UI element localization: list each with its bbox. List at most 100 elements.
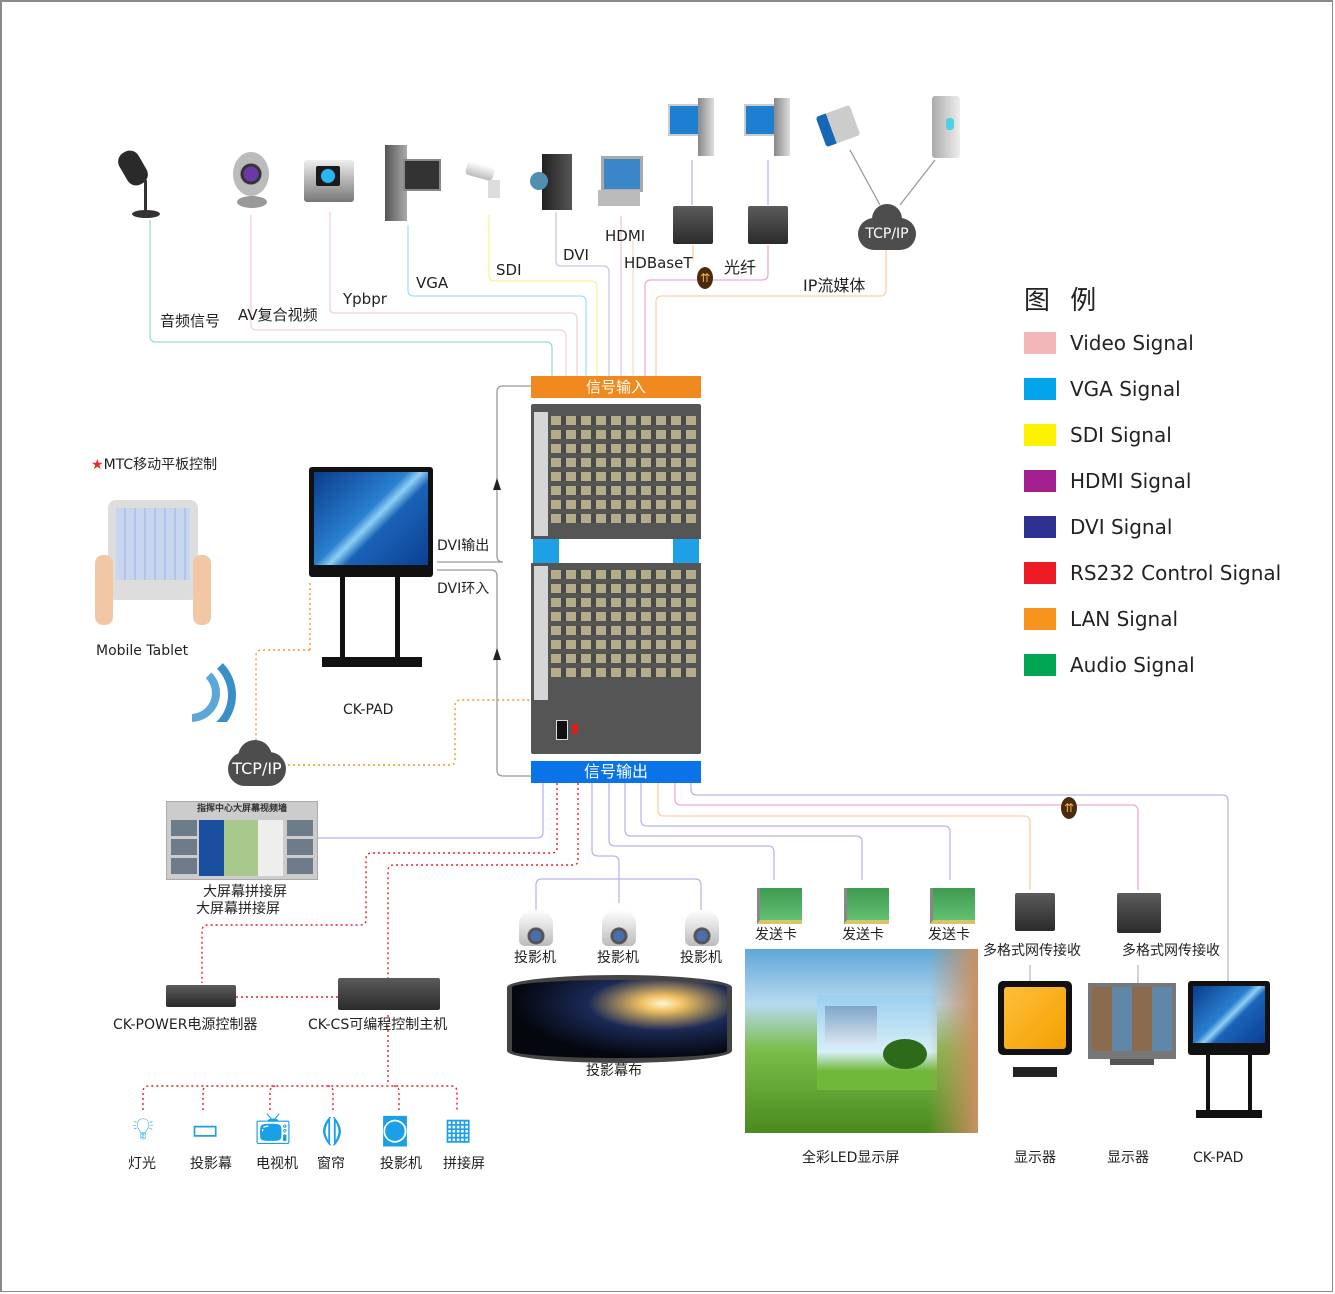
- label-ck-cs: CK-CS可编程控制主机: [308, 1017, 448, 1033]
- label-receiver-1: 多格式网传接收: [983, 943, 1081, 959]
- wire-dvi: [555, 212, 610, 376]
- sender-card-icon: [757, 888, 802, 924]
- label-dvi-loop-in: DVI环入: [437, 581, 490, 597]
- label-sdi: SDI: [496, 261, 522, 279]
- pc-monitor-icon: [385, 145, 441, 223]
- legend-item: SDI Signal: [1024, 423, 1172, 447]
- ck-pad-right-stand: [1206, 1055, 1252, 1115]
- wire-rs232-tree: [142, 1085, 458, 1110]
- wire-sdi: [488, 215, 598, 376]
- curtain-icon: ⟬⟭: [320, 1112, 344, 1147]
- label-hdbaset: HDBaseT: [624, 254, 693, 272]
- label-dvi: DVI: [563, 246, 589, 264]
- controlled-device-label: 投影幕: [190, 1156, 232, 1172]
- cctv-camera-icon: [464, 160, 506, 202]
- port-row: [551, 640, 696, 649]
- wire-lan-matrix: [288, 699, 531, 766]
- legend-item: DVI Signal: [1024, 515, 1172, 539]
- legend-swatch: [1024, 654, 1056, 676]
- hands-icon: [95, 555, 113, 625]
- wire-out-rx2: [674, 783, 1139, 890]
- matrix-side-panel-top: [534, 412, 548, 536]
- webcam-icon: [233, 152, 271, 212]
- controlled-device-label: 投影机: [380, 1156, 422, 1172]
- hdbaset-extender-icon: [673, 206, 713, 244]
- controlled-device-label: 拼接屏: [443, 1156, 485, 1172]
- legend-item: Audio Signal: [1024, 653, 1195, 677]
- projector-icon: ◙: [380, 1112, 410, 1147]
- legend-label: LAN Signal: [1070, 607, 1179, 631]
- port-row: [551, 486, 696, 495]
- legend-item: LAN Signal: [1024, 607, 1178, 631]
- legend-swatch: [1024, 516, 1056, 538]
- controlled-device-label: 窗帘: [317, 1156, 345, 1172]
- wire-lan-pad: [255, 649, 310, 740]
- fiber-extender-icon: [748, 206, 788, 244]
- label-av: AV复合视频: [238, 306, 318, 324]
- projector-icon: [685, 910, 719, 946]
- port-row: [551, 458, 696, 467]
- wire-out-send1: [608, 783, 775, 880]
- legend-item: Video Signal: [1024, 331, 1194, 355]
- mtc-title: ★MTC移动平板控制: [91, 458, 217, 472]
- wire-dvi-out: [437, 385, 531, 563]
- legend-title: 图 例: [1024, 286, 1103, 316]
- power-indicator: [572, 724, 578, 734]
- signal-input-bar: 信号输入: [531, 376, 701, 398]
- ck-pad-base: [322, 657, 422, 667]
- port-row: [551, 514, 696, 523]
- port-row: [551, 668, 696, 677]
- ck-pad-stand: [340, 577, 400, 657]
- sender-card-icon: [844, 888, 889, 924]
- wire-rs232-1: [201, 783, 558, 983]
- port-row: [551, 584, 696, 593]
- power-switch: [556, 720, 568, 740]
- wire-ip: [655, 250, 887, 376]
- legend-label: VGA Signal: [1070, 377, 1181, 401]
- sender-card-icon: [930, 888, 975, 924]
- port-row: [551, 500, 696, 509]
- receiver-device-2: [1117, 893, 1161, 933]
- label-dvi-out: DVI输出: [437, 538, 490, 554]
- wire-out-wall: [316, 783, 544, 839]
- projector-icon: [519, 910, 553, 946]
- microphone-icon: [114, 146, 170, 222]
- label-projection-screen: 投影幕布: [586, 1063, 642, 1079]
- legend-label: Audio Signal: [1070, 653, 1195, 677]
- label-monitor-2: 显示器: [1107, 1150, 1149, 1166]
- port-row: [551, 598, 696, 607]
- ck-pad-right-screen: [1188, 981, 1270, 1055]
- projector-label: 投影机: [514, 950, 556, 966]
- dvd-player-icon: [304, 160, 354, 202]
- legend-item: VGA Signal: [1024, 377, 1181, 401]
- label-mobile-tablet: Mobile Tablet: [96, 643, 189, 659]
- legend-swatch: [1024, 470, 1056, 492]
- port-row: [551, 444, 696, 453]
- ip-server-icon: [932, 96, 960, 158]
- wire-out-send2: [624, 783, 863, 880]
- label-ck-pad-right: CK-PAD: [1193, 1150, 1244, 1166]
- video-wall-image: 指挥中心大屏幕视频墙: [166, 801, 318, 880]
- legend-item: HDMI Signal: [1024, 469, 1191, 493]
- port-row: [551, 430, 696, 439]
- legend-swatch: [1024, 608, 1056, 630]
- tcp-ip-cloud-top: TCP/IP: [858, 218, 916, 250]
- workstation-icon-2: [744, 98, 794, 160]
- wifi-icon: [192, 662, 252, 722]
- tv-icon: 📺︎: [254, 1112, 293, 1147]
- legend-label: DVI Signal: [1070, 515, 1173, 539]
- cloud-label: TCP/IP: [865, 226, 909, 242]
- legend-label: RS232 Control Signal: [1070, 561, 1282, 585]
- wire-out-proj: [591, 783, 620, 903]
- ck-power-device: [166, 985, 236, 1007]
- wire-out-pad: [690, 783, 1229, 985]
- port-row: [551, 654, 696, 663]
- wire-ypbpr: [329, 212, 578, 376]
- port-row: [551, 570, 696, 579]
- legend-swatch: [1024, 332, 1056, 354]
- projection-screen-icon: ▭: [190, 1112, 220, 1147]
- mobile-tablet-icon: [108, 500, 198, 600]
- video-wall-icon: ▦: [443, 1112, 473, 1147]
